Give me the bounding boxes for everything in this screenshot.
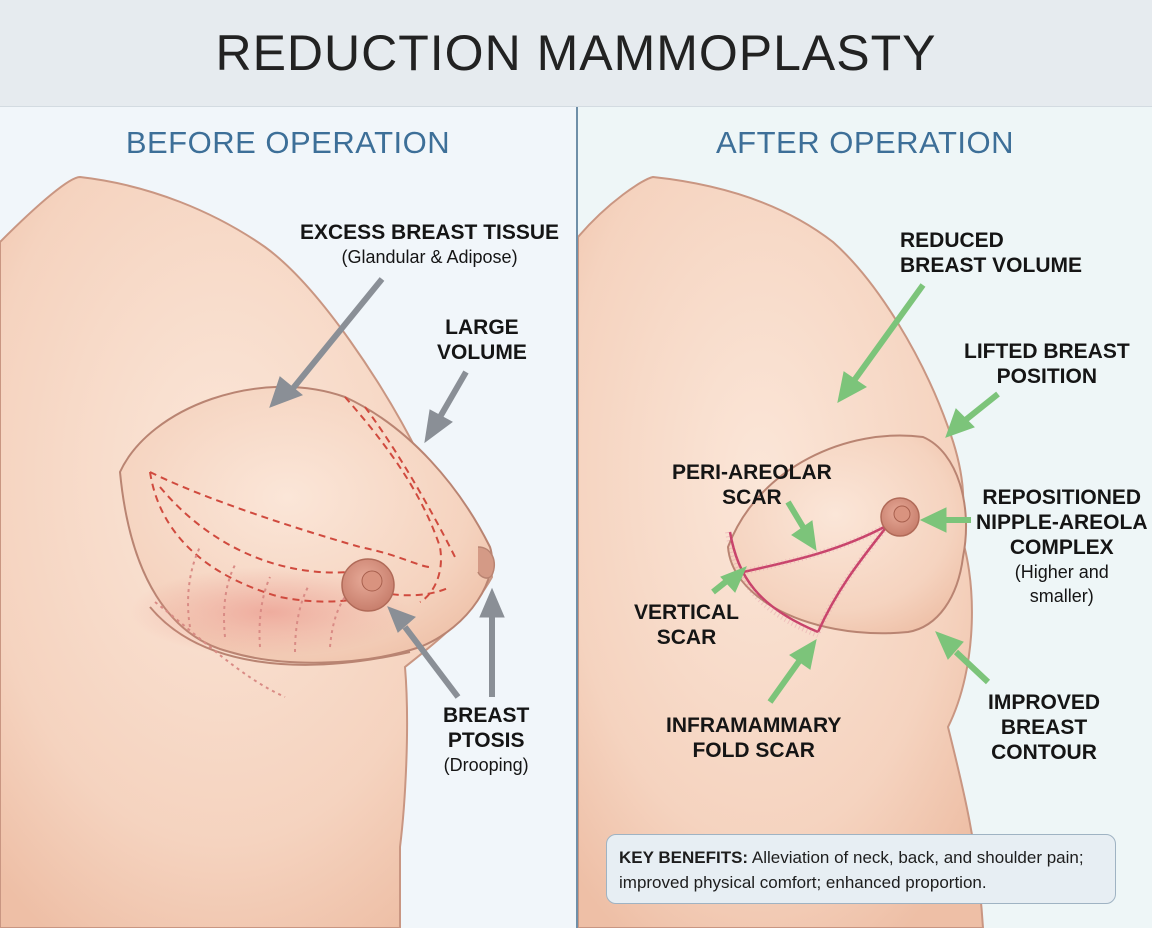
label-reduced-volume: REDUCED BREAST VOLUME [900, 228, 1082, 278]
label-peri-areolar-scar: PERI-AREOLAR SCAR [672, 460, 832, 510]
label-repositioned-nac: REPOSITIONED NIPPLE-AREOLA COMPLEX (High… [976, 485, 1148, 608]
after-heading: AFTER OPERATION [578, 125, 1152, 161]
after-panel: AFTER OPERATION REDUCED BREAST VOLUME LI… [578, 107, 1152, 928]
before-panel: BEFORE OPERATION EXCESS BREAST TISSUE (G… [0, 107, 576, 928]
header-bar: REDUCTION MAMMOPLASTY [0, 0, 1152, 107]
label-excess-tissue: EXCESS BREAST TISSUE (Glandular & Adipos… [300, 220, 559, 269]
label-vertical-scar: VERTICAL SCAR [634, 600, 739, 650]
label-breast-ptosis: BREAST PTOSIS (Drooping) [443, 703, 529, 777]
label-improved-contour: IMPROVED BREAST CONTOUR [988, 690, 1100, 765]
key-benefits-label: KEY BENEFITS: [619, 848, 748, 867]
label-lifted-position: LIFTED BREAST POSITION [964, 339, 1130, 389]
label-large-volume: LARGE VOLUME [437, 315, 527, 365]
page-title: REDUCTION MAMMOPLASTY [215, 24, 936, 82]
label-inframammary-scar: INFRAMAMMARY FOLD SCAR [666, 713, 841, 763]
before-heading: BEFORE OPERATION [0, 125, 576, 161]
key-benefits-box: KEY BENEFITS: Alleviation of neck, back,… [606, 834, 1116, 904]
